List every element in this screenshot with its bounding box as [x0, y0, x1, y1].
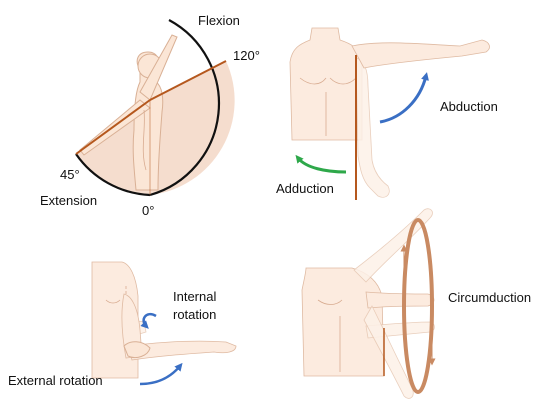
internal-rotation-label-line2: rotation [173, 307, 217, 322]
external-rotation-label: External rotation [8, 373, 103, 388]
front-torso [289, 27, 363, 141]
flexion-label: Flexion [198, 13, 240, 28]
adduction-arrow [295, 154, 347, 174]
extension-arc [75, 153, 151, 197]
side-view-body [79, 34, 178, 191]
angle-45-label: 45° [60, 167, 80, 182]
abduction-adduction-panel [289, 27, 490, 200]
abduction-arrow [379, 72, 429, 124]
arm-horizontal [365, 291, 435, 309]
external-rotation-arrow [139, 362, 183, 386]
arm-down [363, 305, 414, 399]
circumduction-panel [301, 208, 436, 399]
abduction-label: Abduction [440, 99, 498, 114]
forearm-external [127, 340, 237, 361]
internal-rotation-arrow [140, 312, 157, 329]
rotation-panel [91, 261, 237, 386]
angle-0-label: 0° [142, 203, 155, 218]
flexion-extension-panel [75, 19, 235, 197]
adduction-label: Adduction [276, 181, 334, 196]
arm-raised-abducted [351, 39, 490, 69]
extension-label: Extension [40, 193, 98, 208]
extension-45-line [75, 99, 151, 155]
circumduction-label: Circumduction [448, 290, 532, 305]
flexion-arc [149, 19, 221, 197]
circumduction-ring [402, 218, 434, 394]
hand [123, 341, 151, 359]
flexion-120-line [149, 60, 227, 101]
angle-120-label: 120° [233, 48, 260, 63]
internal-rotation-label-line1: Internal [173, 289, 217, 304]
arm-down-adducted [355, 57, 390, 198]
